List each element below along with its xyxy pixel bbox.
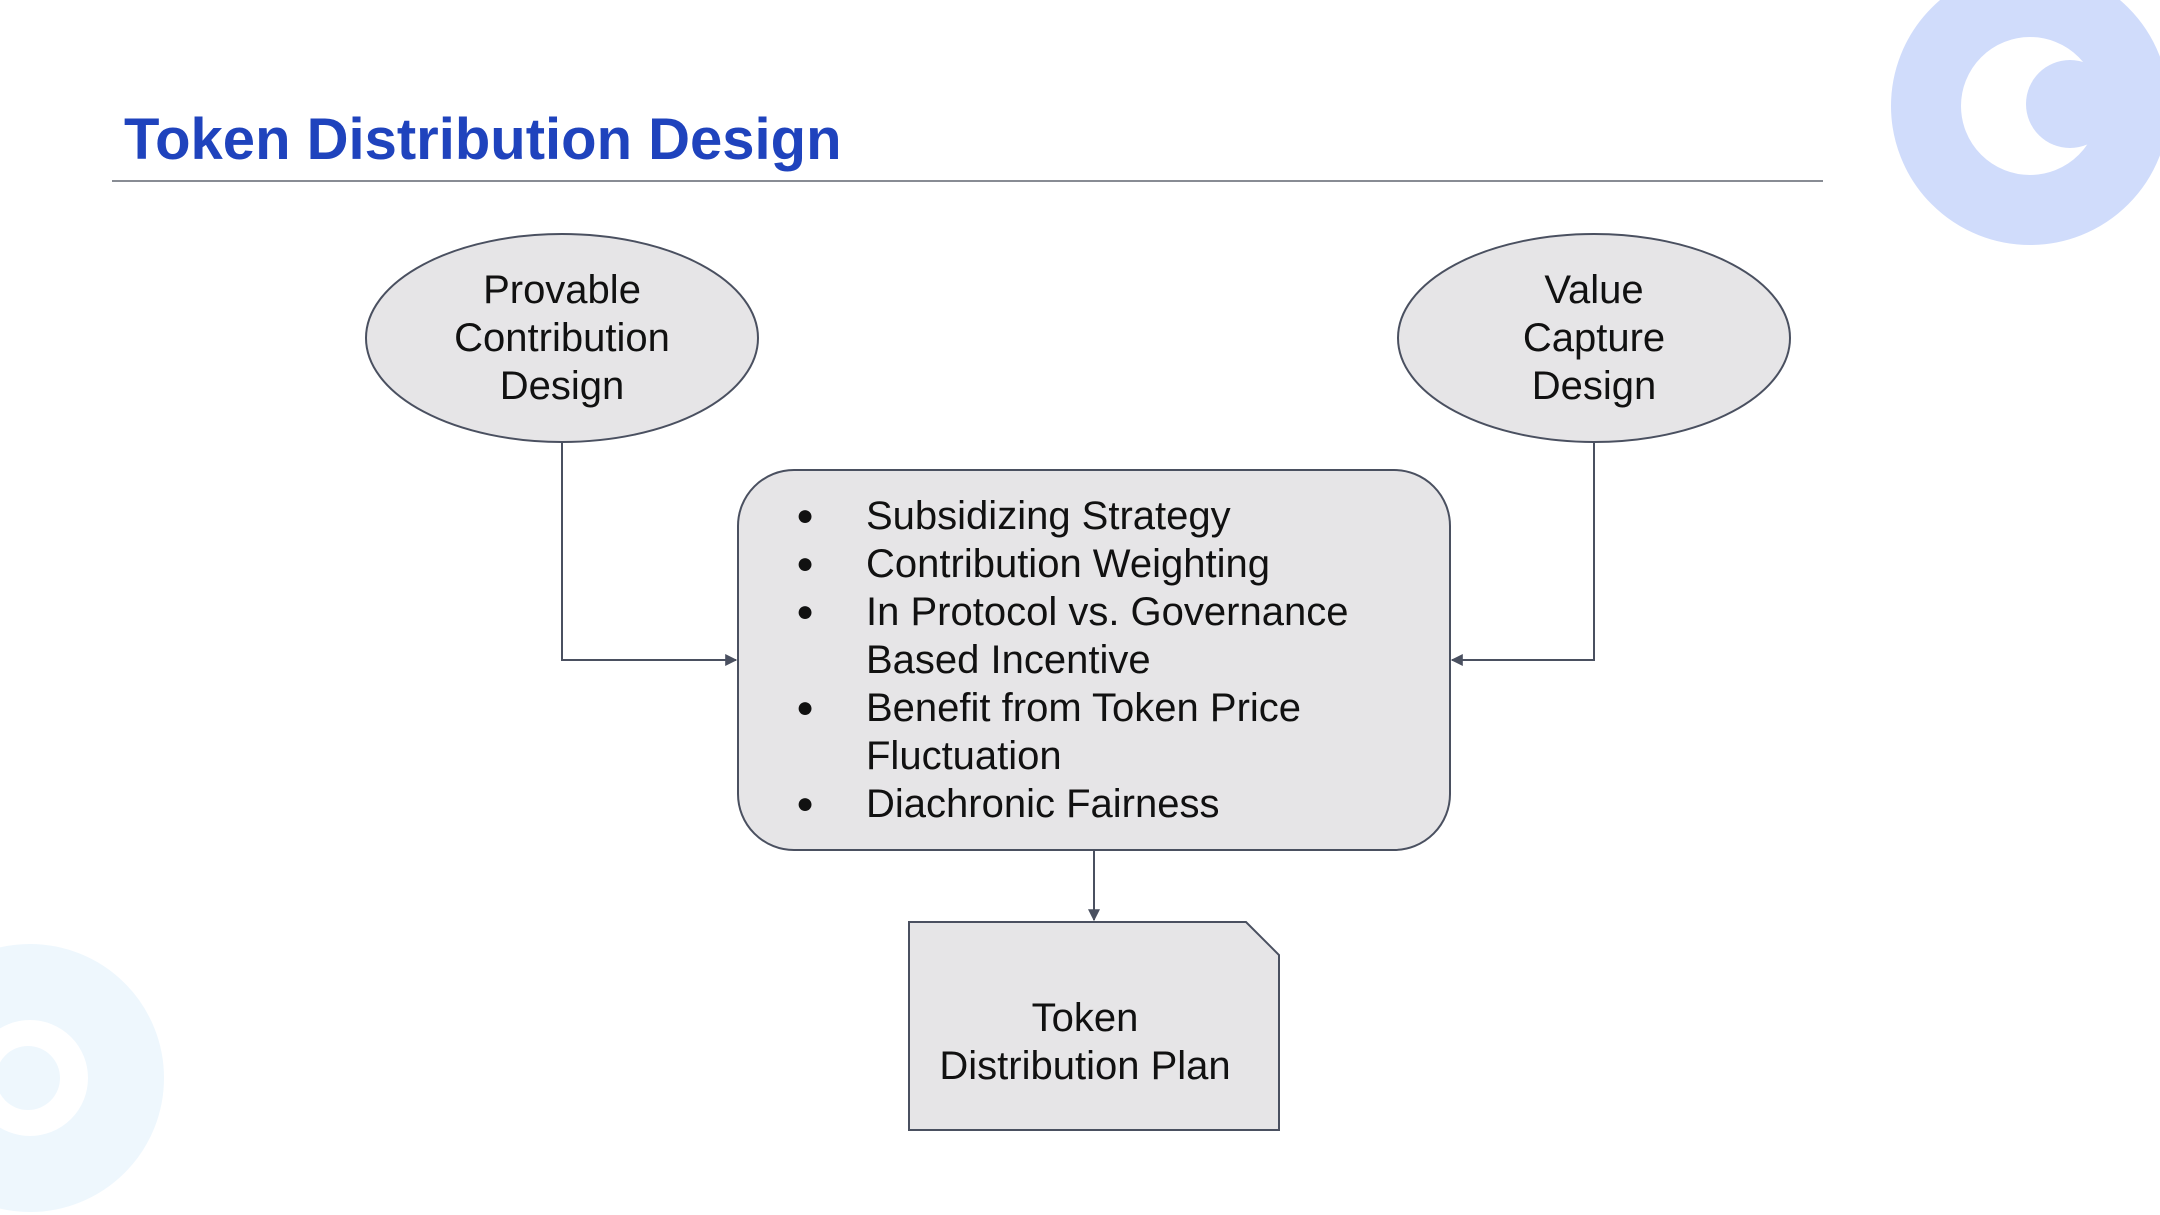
output-document-label: Token Distribution Plan xyxy=(909,976,1261,1108)
output-document-shape xyxy=(908,921,1280,1131)
output-document-line: Token xyxy=(1031,996,1139,1040)
left-ellipse-label: Provable Contribution Design xyxy=(366,234,758,442)
left-ellipse-line: Contribution xyxy=(454,316,670,360)
bullet-dot-icon: ● xyxy=(796,499,815,532)
bullet-dot-icon: ● xyxy=(796,595,815,628)
decoration-ring-bottom-left xyxy=(0,944,164,1212)
bullet-item-text: Fluctuation xyxy=(866,734,1062,778)
bullet-dot-icon: ● xyxy=(796,547,815,580)
right-ellipse-line: Design xyxy=(1531,364,1657,408)
title-divider xyxy=(112,180,1823,182)
right-ellipse-label: Value Capture Design xyxy=(1398,234,1790,442)
left-ellipse-shape xyxy=(365,233,759,443)
bullet-dot-icon: ● xyxy=(796,691,815,724)
connector-left-to-center xyxy=(561,442,738,666)
output-document-line: Distribution Plan xyxy=(939,1044,1231,1088)
bullet-dot-icon: ● xyxy=(796,787,815,820)
decoration-ring-top-right xyxy=(1891,0,2160,245)
page-title: Token Distribution Design xyxy=(124,107,842,172)
right-ellipse-line: Capture xyxy=(1522,316,1666,360)
bullet-item-text: Subsidizing Strategy xyxy=(866,494,1231,538)
bullet-item-text: Based Incentive xyxy=(866,638,1151,682)
bullet-item-text: Contribution Weighting xyxy=(866,542,1270,586)
bullet-item: ● Subsidizing Strategy xyxy=(784,492,1348,540)
center-box-shape xyxy=(737,469,1451,851)
bullet-item: ● In Protocol vs. Governance Based Incen… xyxy=(784,588,1348,684)
bullet-item-text: Diachronic Fairness xyxy=(866,782,1220,826)
left-ellipse-line: Provable xyxy=(483,268,641,312)
center-box-bullet-list: ● Subsidizing Strategy ● Contribution We… xyxy=(784,492,1348,828)
bullet-item-text: Benefit from Token Price xyxy=(866,686,1302,730)
bullet-item: ● Contribution Weighting xyxy=(784,540,1348,588)
connector-right-to-center xyxy=(1450,442,1595,666)
right-ellipse-line: Value xyxy=(1544,268,1644,312)
bullet-item-text: In Protocol vs. Governance xyxy=(866,590,1349,634)
right-ellipse-shape xyxy=(1397,233,1791,443)
left-ellipse-line: Design xyxy=(499,364,625,408)
bullet-item: ● Diachronic Fairness xyxy=(784,780,1348,828)
bullet-item: ● Benefit from Token Price Fluctuation xyxy=(784,684,1348,780)
